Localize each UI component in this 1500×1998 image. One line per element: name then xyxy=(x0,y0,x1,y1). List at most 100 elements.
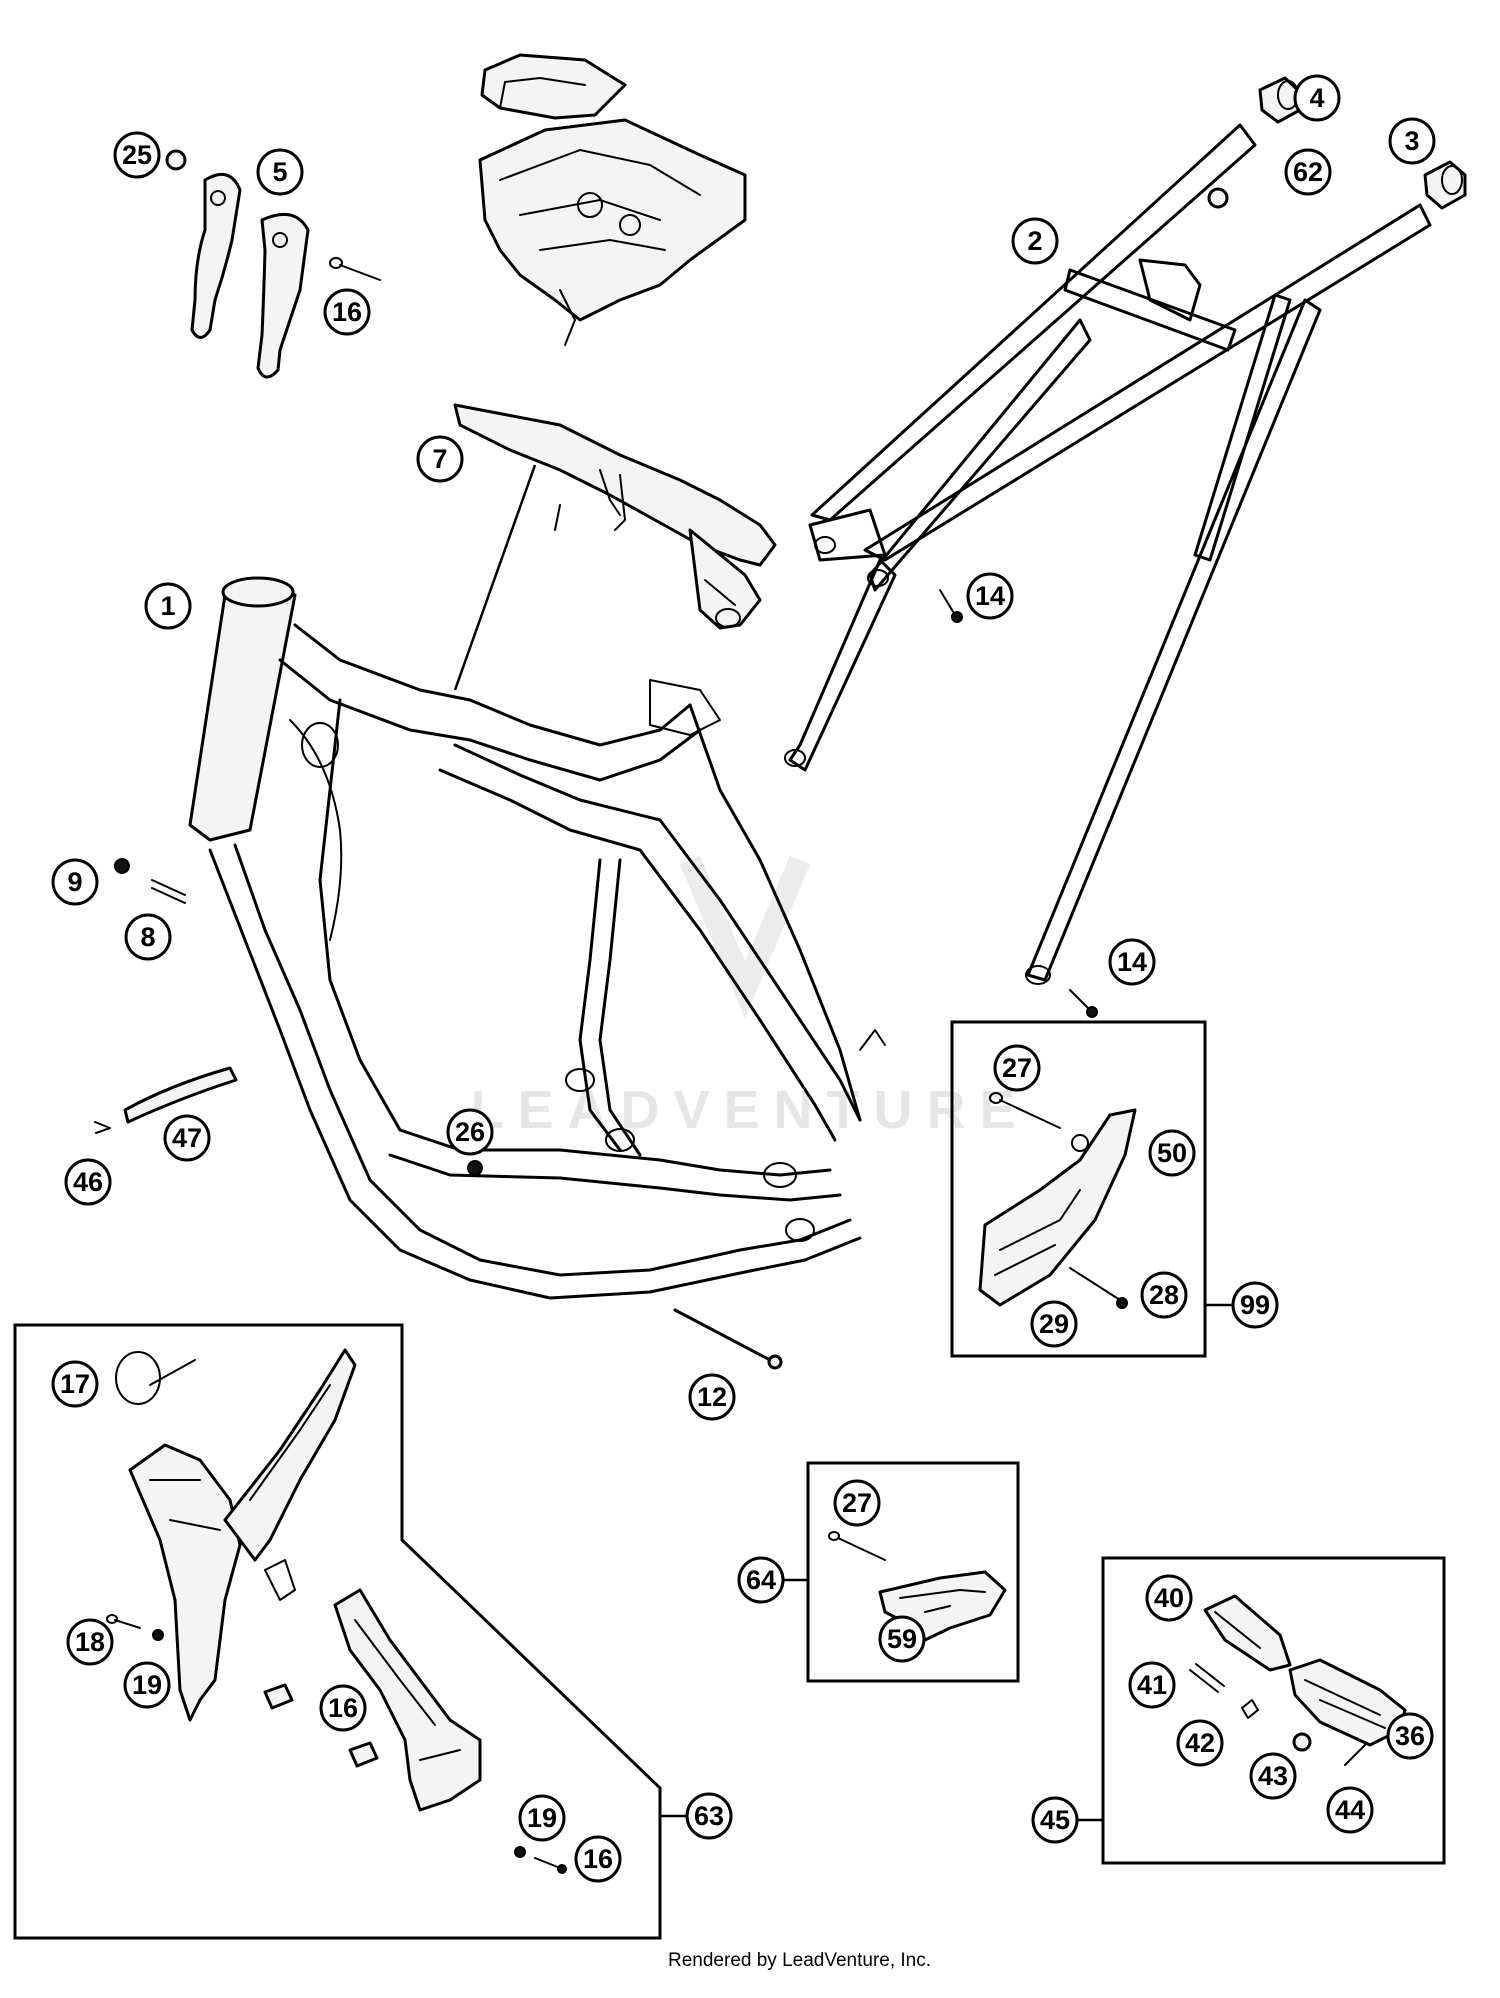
bolt-part-27-upper[interactable] xyxy=(989,1092,1061,1129)
bushing-part-62[interactable] xyxy=(1207,187,1229,209)
bolt-part-12[interactable] xyxy=(673,1308,783,1370)
kit-box-64 xyxy=(806,1461,1020,1683)
footpeg-part-40[interactable] xyxy=(1203,1594,1292,1672)
svg-text:64: 64 xyxy=(746,1565,776,1595)
callout-16-left[interactable]: 18 xyxy=(66,1618,114,1666)
bushing-part-16-right[interactable] xyxy=(348,1741,379,1768)
callout-99[interactable]: 99 xyxy=(1231,1281,1279,1329)
clip-part-46[interactable] xyxy=(94,1121,111,1134)
svg-text:50: 50 xyxy=(1157,1138,1187,1168)
washer-part-19-left[interactable] xyxy=(152,1629,164,1641)
callout-16-top[interactable]: 16 xyxy=(323,288,371,336)
callout-5[interactable]: 5 xyxy=(256,148,304,196)
svg-text:43: 43 xyxy=(1258,1761,1288,1791)
washer-part-43[interactable] xyxy=(1292,1732,1312,1752)
nut-part-9[interactable] xyxy=(114,858,130,874)
callout-17[interactable]: 17 xyxy=(51,1360,99,1408)
svg-text:36: 36 xyxy=(1395,1721,1425,1751)
callout-16-right[interactable]: 16 xyxy=(574,1835,622,1883)
svg-text:29: 29 xyxy=(1039,1309,1069,1339)
svg-text:41: 41 xyxy=(1137,1670,1167,1700)
callout-19-left-bubble[interactable]: 19 xyxy=(123,1661,171,1709)
frame-guard-right[interactable] xyxy=(333,1588,482,1812)
spring-part-42[interactable] xyxy=(1241,1699,1259,1719)
guard-part-50[interactable] xyxy=(978,1108,1137,1307)
callout-7[interactable]: 7 xyxy=(416,435,464,483)
svg-text:28: 28 xyxy=(1149,1280,1179,1310)
callout-4[interactable]: 4 xyxy=(1293,74,1341,122)
pin-part-41[interactable] xyxy=(1189,1663,1225,1693)
callout-25[interactable]: 25 xyxy=(113,131,161,179)
callout-19-right[interactable]: 19 xyxy=(518,1794,566,1842)
svg-text:2: 2 xyxy=(1027,226,1042,256)
callout-43[interactable]: 43 xyxy=(1249,1752,1297,1800)
callout-3[interactable]: 3 xyxy=(1388,117,1436,165)
callout-36[interactable]: 36 xyxy=(1386,1712,1434,1760)
washer-part-19-right[interactable] xyxy=(514,1846,526,1858)
callout-63[interactable]: 63 xyxy=(685,1792,733,1840)
bolt-part-8[interactable] xyxy=(151,879,186,904)
bolt-part-14-lower[interactable] xyxy=(1069,989,1098,1018)
callout-46[interactable]: 46 xyxy=(64,1158,112,1206)
callout-42[interactable]: 42 xyxy=(1176,1719,1224,1767)
callout-27-lower[interactable]: 27 xyxy=(833,1479,881,1527)
callout-9[interactable]: 9 xyxy=(51,858,99,906)
callout-47[interactable]: 47 xyxy=(163,1114,211,1162)
svg-text:8: 8 xyxy=(140,922,155,952)
electronics-assembly[interactable] xyxy=(478,53,747,346)
callout-14-upper[interactable]: 14 xyxy=(966,572,1014,620)
cotter-pin-part-44[interactable] xyxy=(1344,1744,1366,1766)
frame-guard-left[interactable] xyxy=(128,1348,357,1722)
callout-1[interactable]: 1 xyxy=(144,582,192,630)
callout-59[interactable]: 59 xyxy=(878,1615,926,1663)
svg-text:59: 59 xyxy=(887,1624,917,1654)
svg-text:14: 14 xyxy=(975,581,1005,611)
svg-text:26: 26 xyxy=(455,1117,485,1147)
callout-16-mid[interactable]: 16 xyxy=(319,1684,367,1732)
callout-14-lower[interactable]: 14 xyxy=(1108,938,1156,986)
callout-12[interactable]: 12 xyxy=(688,1373,736,1421)
cable-tie-part-17[interactable] xyxy=(115,1351,196,1405)
kit-box-99 xyxy=(950,1020,1207,1358)
nut-part-26[interactable] xyxy=(467,1160,483,1176)
bolt-part-14-upper[interactable] xyxy=(939,589,963,623)
svg-text:27: 27 xyxy=(842,1488,872,1518)
svg-text:25: 25 xyxy=(122,140,152,170)
cap-part-3[interactable] xyxy=(1423,160,1467,210)
hose-part-47[interactable] xyxy=(123,1066,238,1124)
callout-50[interactable]: 50 xyxy=(1148,1129,1196,1177)
bolt-part-18-left[interactable] xyxy=(106,1614,141,1629)
callout-2[interactable]: 2 xyxy=(1011,217,1059,265)
svg-text:4: 4 xyxy=(1309,83,1324,113)
main-frame-part-1[interactable] xyxy=(188,576,886,1300)
svg-text:27: 27 xyxy=(1002,1053,1032,1083)
callout-41[interactable]: 41 xyxy=(1128,1661,1176,1709)
callout-26[interactable]: 26 xyxy=(446,1108,494,1156)
callout-40[interactable]: 40 xyxy=(1145,1574,1193,1622)
callout-29[interactable]: 29 xyxy=(1030,1300,1078,1348)
kit-box-45 xyxy=(1101,1556,1446,1865)
bolt-part-27-lower[interactable] xyxy=(828,1531,886,1561)
subframe-part-2[interactable] xyxy=(784,123,1432,985)
kit-box-63 xyxy=(13,1323,662,1940)
svg-text:7: 7 xyxy=(432,444,447,474)
svg-text:45: 45 xyxy=(1040,1805,1070,1835)
callout-28[interactable]: 28 xyxy=(1140,1271,1188,1319)
callout-45[interactable]: 45 xyxy=(1031,1796,1079,1844)
callout-8[interactable]: 8 xyxy=(124,913,172,961)
svg-text:9: 9 xyxy=(67,867,82,897)
watermark-text: LEADVENTURE xyxy=(470,1080,1029,1140)
callout-64[interactable]: 64 xyxy=(737,1556,785,1604)
callout-44[interactable]: 44 xyxy=(1326,1786,1374,1834)
bolt-part-18-right[interactable] xyxy=(534,1857,567,1874)
callout-62[interactable]: 62 xyxy=(1284,148,1332,196)
bushing-part-16-left[interactable] xyxy=(263,1683,294,1710)
holder-part-7[interactable] xyxy=(453,403,777,691)
bracket-part-5[interactable] xyxy=(190,172,310,379)
bolt-part-16-top[interactable] xyxy=(329,257,381,281)
svg-text:18: 18 xyxy=(75,1627,105,1657)
callout-27-upper[interactable]: 27 xyxy=(993,1044,1041,1092)
bolt-part-28[interactable] xyxy=(1069,1267,1128,1309)
nut-part-25[interactable] xyxy=(165,149,187,171)
callout-19-left-bubble-text: 19 xyxy=(132,1670,162,1700)
